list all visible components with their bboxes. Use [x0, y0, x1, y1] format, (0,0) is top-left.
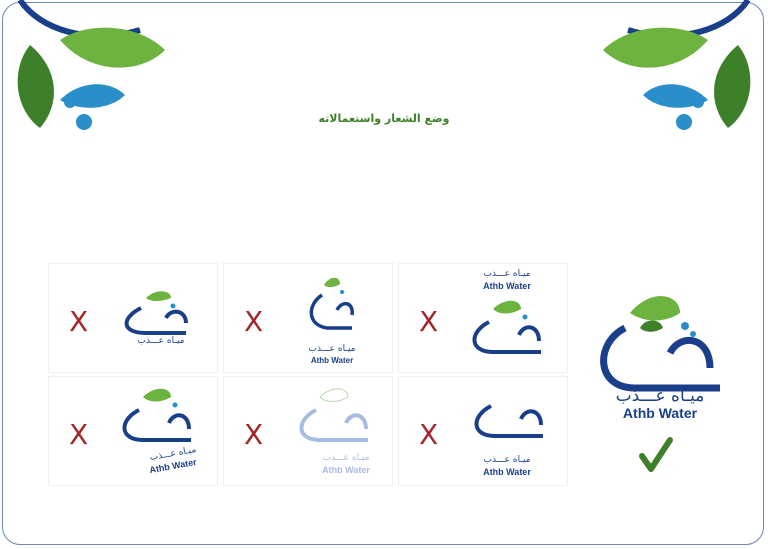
brand-tagline-ar: ميـاه عـــذب — [322, 453, 370, 463]
brand-tagline-ar: ميـاه عـــذب — [483, 455, 531, 465]
logo-mark — [124, 291, 188, 335]
brand-tagline-en: Athb Water — [322, 465, 370, 475]
incorrect-mark: X — [419, 305, 439, 338]
brand-tagline-ar: ميـاه عـــذب — [308, 344, 356, 354]
correct-tagline-en: Athb Water — [622, 405, 698, 421]
brand-tagline-en: Athb Water — [310, 356, 354, 365]
brand-tagline-ar: ميـاه عـــذب — [483, 269, 531, 279]
incorrect-mark: X — [69, 418, 89, 451]
logo-mark-no-leaf — [474, 404, 543, 438]
incorrect-mark: X — [244, 305, 264, 338]
logo-mark — [472, 300, 541, 354]
logo-mark — [309, 277, 354, 330]
correct-logo-mark — [600, 296, 720, 392]
logo-mark-outline — [299, 388, 368, 442]
variant-cell: X ميـاه عـــذب Athb Water — [398, 376, 568, 486]
variant-cell: X ميـاه عـــذب Athb Water — [398, 263, 568, 373]
leaf-decoration-right — [603, 0, 751, 130]
incorrect-mark: X — [69, 305, 89, 338]
correct-tagline-ar: ميـاه عـــذب — [615, 386, 705, 406]
brand-tagline-en: Athb Water — [483, 467, 531, 477]
incorrect-mark: X — [244, 418, 264, 451]
brand-tagline-en: Athb Water — [483, 281, 531, 291]
leaf-decoration-left — [17, 0, 165, 130]
page-title: وضع الشعار واستعمالاته — [318, 112, 450, 125]
incorrect-mark: X — [419, 418, 439, 451]
variant-cell: X ميـاه عـــذب Athb Water — [48, 376, 218, 486]
variant-cell: X ميـاه عـــذب — [48, 263, 218, 373]
check-icon — [639, 437, 673, 472]
brand-tagline-ar: ميـاه عـــذب — [137, 336, 185, 346]
logo-mark — [122, 388, 191, 442]
variant-cell: X ميـاه عـــذب Athb Water — [223, 376, 393, 486]
variant-cell: X ميـاه عـــذب Athb Water — [223, 263, 393, 373]
logo-usage-grid: X ميـاه عـــذب X ميـاه عـــذب Athb Water… — [48, 263, 568, 487]
